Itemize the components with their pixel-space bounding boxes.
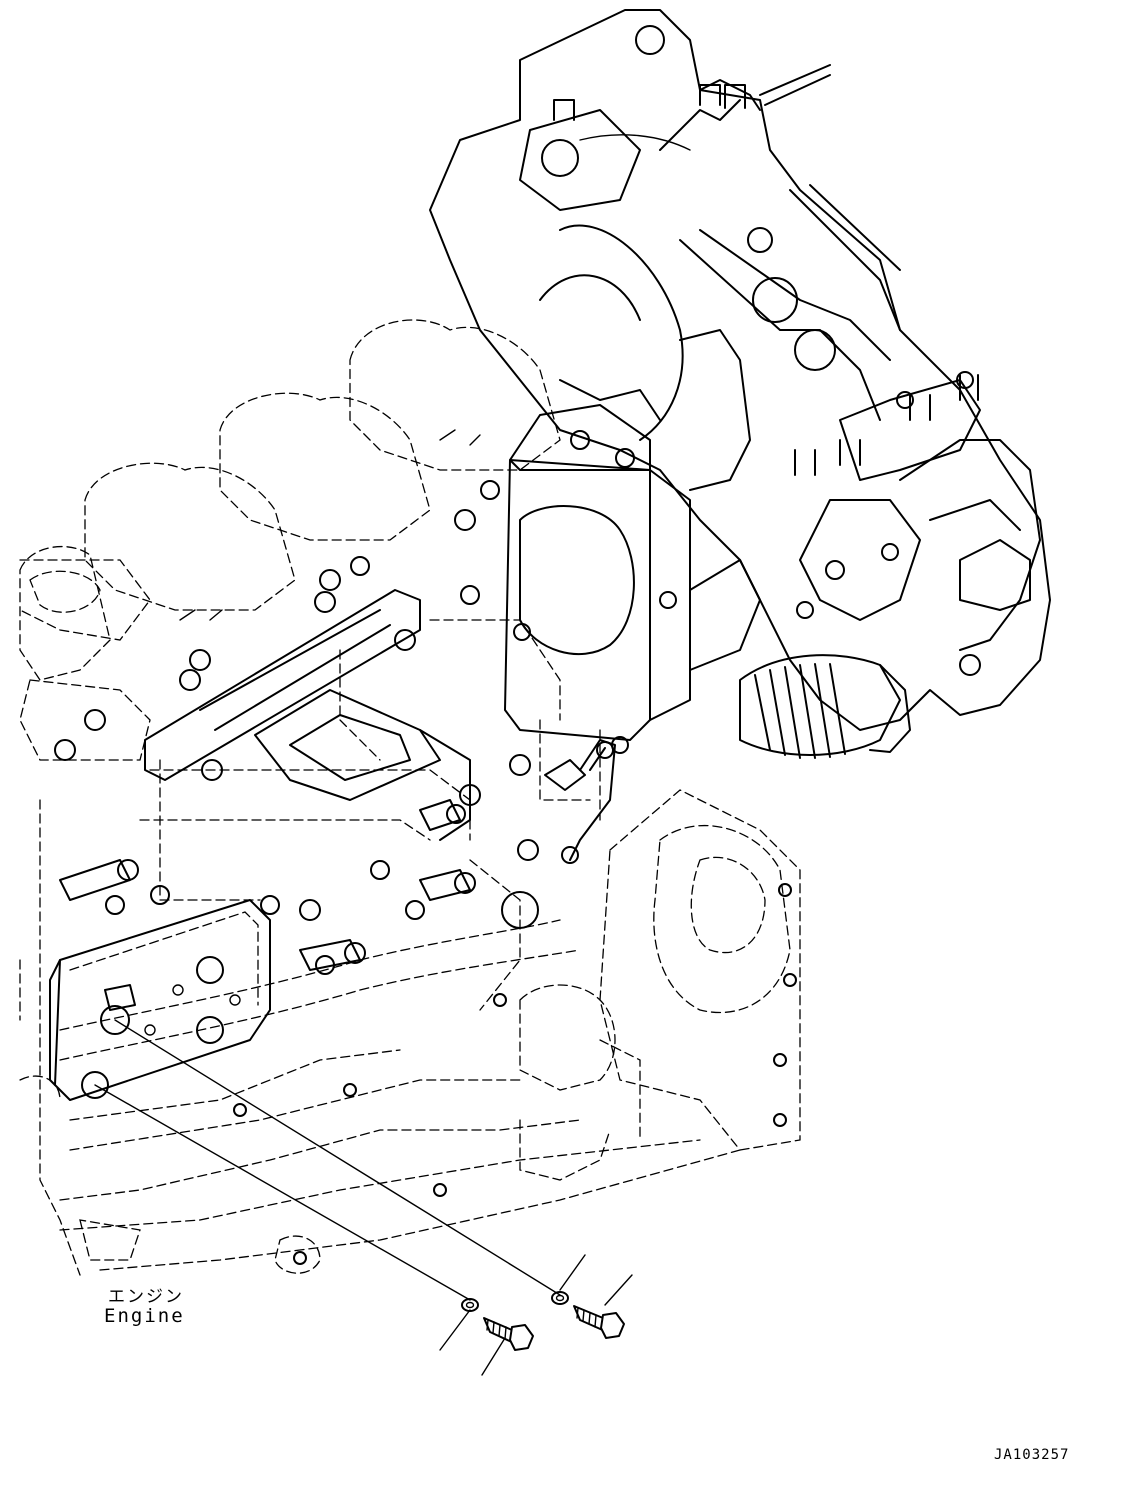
drawing-number: JA103257	[994, 1447, 1070, 1463]
bolt-1	[483, 1317, 534, 1351]
side-rail	[144, 589, 471, 841]
exhaust-bellows-pipe	[739, 654, 911, 759]
turbocharger-manifold-assembly	[429, 9, 1051, 731]
engine-label-english: Engine	[104, 1305, 185, 1327]
fuel-line	[544, 739, 616, 861]
flywheel-housing	[599, 789, 801, 1151]
manifold-studs	[553, 84, 979, 476]
engine-label-japanese: エンジン	[108, 1287, 184, 1307]
dowel-sleeves	[59, 799, 476, 971]
engine-block	[19, 559, 741, 1276]
washer-1	[461, 1298, 479, 1312]
leader-lines	[94, 1019, 633, 1376]
washer-2	[551, 1291, 569, 1305]
bolt-2	[573, 1305, 625, 1339]
cylinder-head-covers	[19, 319, 561, 761]
filter-head-plate	[49, 899, 271, 1101]
mounting-bracket	[504, 329, 761, 741]
block-bolts	[54, 480, 629, 1265]
